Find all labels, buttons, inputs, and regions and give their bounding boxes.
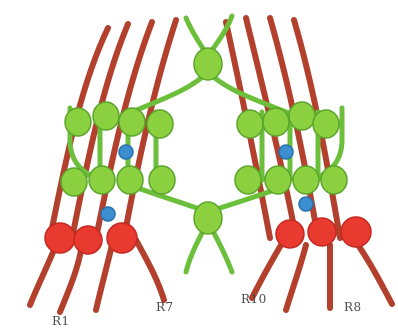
label-r8: R8 — [344, 300, 362, 314]
green-bead-2 — [65, 108, 91, 136]
green-bead-17 — [321, 166, 347, 194]
blue-bead-1 — [119, 145, 133, 159]
green-bead-14 — [235, 166, 261, 194]
red-bead-4 — [276, 220, 304, 248]
green-strand-3 — [132, 72, 208, 112]
label-r10: R10 — [241, 292, 267, 306]
green-bead-16 — [293, 166, 319, 194]
label-r1: R1 — [52, 314, 70, 328]
green-bead-6 — [237, 110, 263, 138]
green-bead-9 — [313, 110, 339, 138]
red-bead-3 — [107, 223, 137, 253]
green-strand-4 — [208, 72, 286, 112]
green-bead-8 — [289, 102, 315, 130]
red-strand-lower-8 — [356, 242, 392, 304]
red-strand-lower-6 — [286, 245, 306, 310]
green-bead-18 — [194, 202, 222, 234]
green-bead-7 — [263, 108, 289, 136]
red-strand-lower-5 — [252, 240, 284, 298]
green-bead-11 — [89, 166, 115, 194]
red-strand-lower-3 — [96, 245, 112, 310]
green-bead-3 — [93, 102, 119, 130]
red-bead-2 — [74, 226, 102, 254]
red-bead-1 — [45, 223, 75, 253]
green-bead-1 — [194, 48, 222, 80]
blue-bead-3 — [279, 145, 293, 159]
red-strand-lower-2 — [60, 245, 82, 312]
green-bead-5 — [147, 110, 173, 138]
green-bead-15 — [265, 166, 291, 194]
blue-bead-4 — [299, 197, 313, 211]
blue-bead-2 — [101, 207, 115, 221]
green-bead-10 — [61, 168, 87, 196]
red-bead-6 — [341, 217, 371, 247]
green-bead-4 — [119, 108, 145, 136]
label-r7: R7 — [156, 300, 174, 314]
green-bead-12 — [117, 166, 143, 194]
red-bead-5 — [308, 218, 336, 246]
red-strand-lower-4 — [136, 240, 164, 300]
red-strand-lower-1 — [30, 245, 56, 305]
green-bead-13 — [149, 166, 175, 194]
